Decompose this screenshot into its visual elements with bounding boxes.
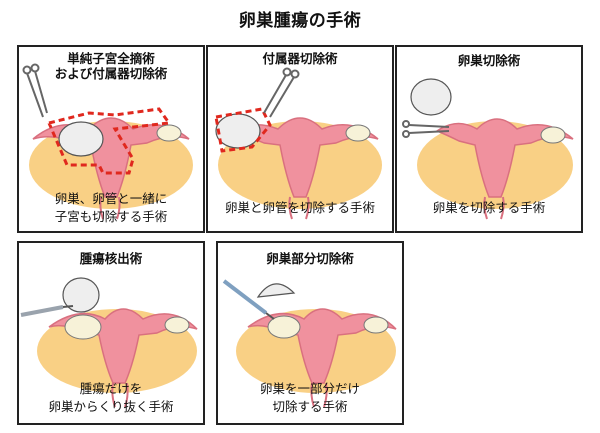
panel-title: 付属器切除術 bbox=[262, 51, 338, 66]
panel-title: 卵巣部分切除術 bbox=[266, 251, 354, 266]
forceps-icon bbox=[263, 67, 300, 118]
uterus-illustration bbox=[214, 67, 382, 220]
scalpel-icon bbox=[20, 305, 74, 317]
panel-caption: 卵巣、卵管と一緒に 子宮も切除する手術 bbox=[54, 191, 168, 224]
panel-title: 卵巣切除術 bbox=[457, 53, 521, 68]
tumor bbox=[58, 121, 104, 157]
panel-adnexectomy: 付属器切除術 卵巣と卵管を切除する手術 bbox=[206, 45, 394, 233]
uterus-illustration bbox=[22, 63, 193, 220]
panel-enucleation: 腫瘍核出術 腫瘍だけを 卵巣からくり抜く手術 bbox=[17, 241, 205, 425]
cautery-pen-icon bbox=[222, 279, 275, 320]
panel-oophorectomy: 卵巣切除術 卵巣を切除する手術 bbox=[395, 45, 583, 233]
forceps-icon bbox=[402, 120, 450, 138]
panel-caption: 腫瘍だけを 卵巣からくり抜く手術 bbox=[48, 381, 174, 414]
panel-title: 単純子宮全摘術 および付属器切除術 bbox=[54, 51, 168, 81]
panel-hysterectomy: 単純子宮全摘術 および付属器切除術 卵巣、卵管と一緒に 子宮も切除する手術 bbox=[17, 45, 205, 233]
panel-caption: 卵巣を一部分だけ 切除する手術 bbox=[259, 381, 360, 414]
panel-caption: 卵巣を切除する手術 bbox=[432, 200, 546, 215]
panel-title: 腫瘍核出術 bbox=[79, 251, 143, 266]
uterus-illustration bbox=[20, 277, 198, 408]
panel-caption: 卵巣と卵管を切除する手術 bbox=[224, 200, 375, 215]
page-title: 卵巣腫瘍の手術 bbox=[238, 11, 362, 31]
uterus-illustration bbox=[222, 279, 397, 408]
forceps-icon bbox=[22, 63, 48, 118]
panel-partial-oophorectomy: 卵巣部分切除術 卵巣を一部分だけ 切除する手術 bbox=[216, 241, 404, 425]
uterus-illustration bbox=[402, 78, 574, 220]
